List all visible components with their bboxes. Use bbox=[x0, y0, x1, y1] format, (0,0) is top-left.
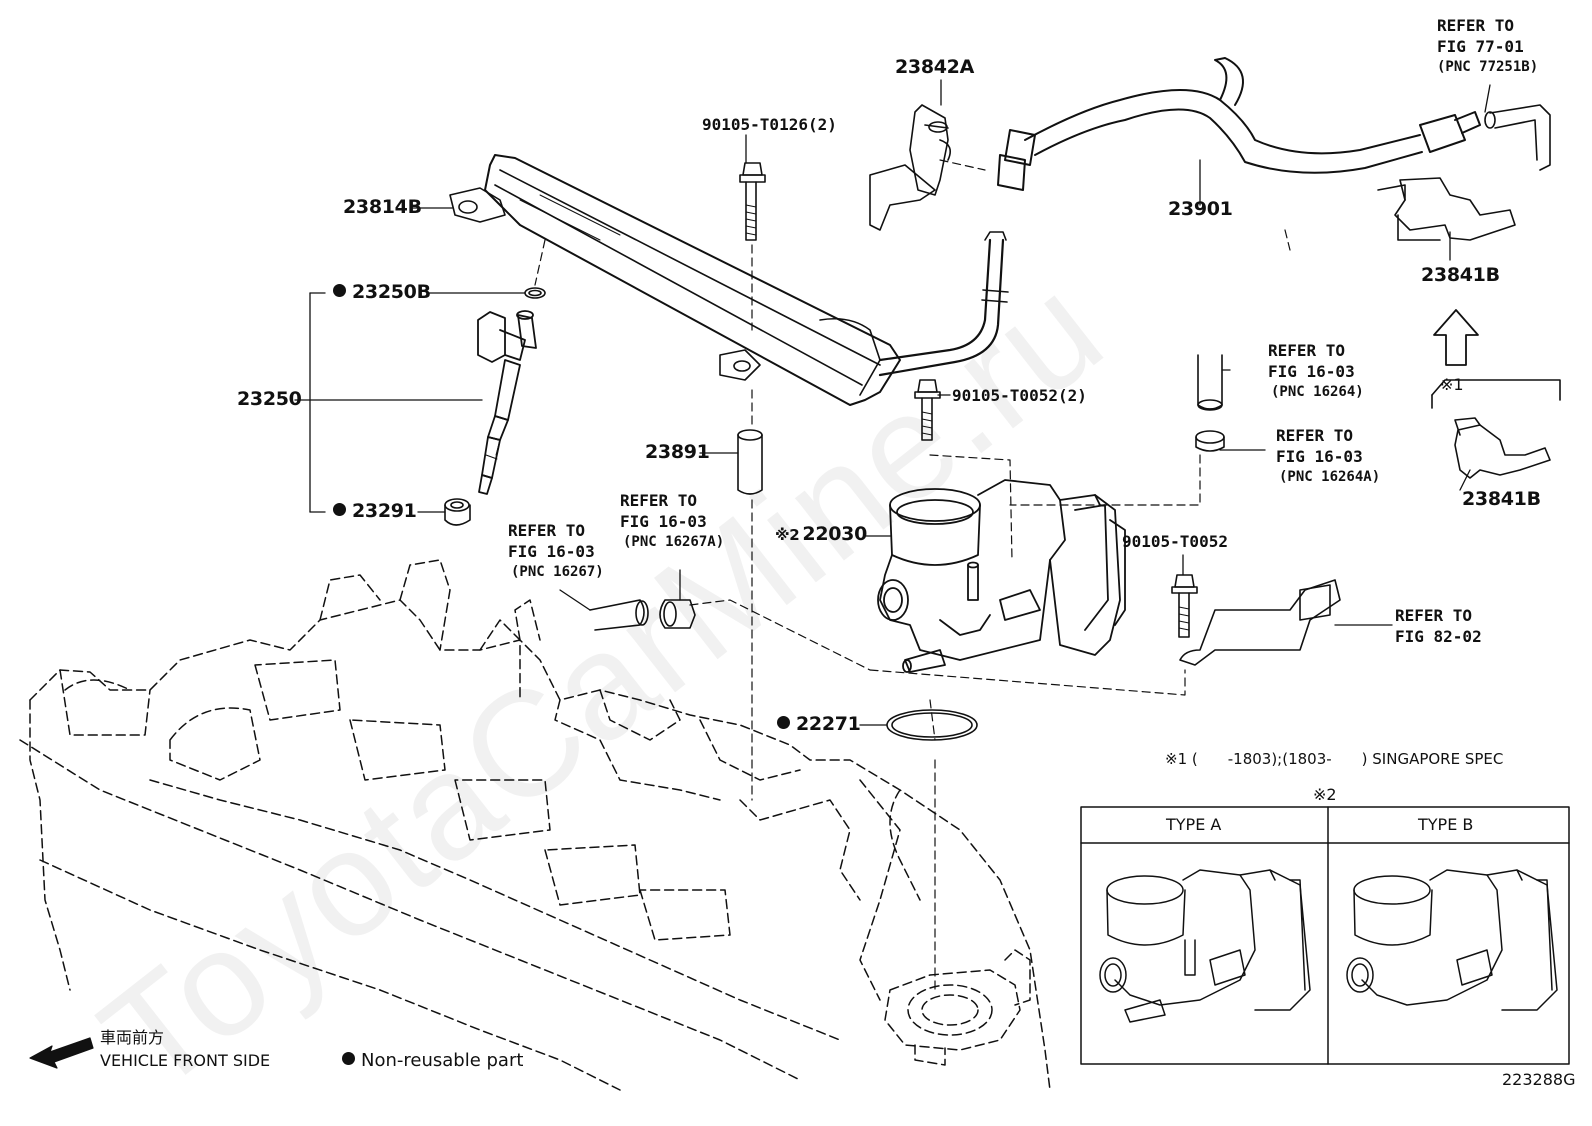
type-a-throttle bbox=[1100, 870, 1310, 1022]
refer-fig: FIG 16-03 bbox=[1268, 362, 1355, 381]
refer-line: REFER TO bbox=[620, 491, 698, 510]
non-reusable-dot bbox=[777, 716, 790, 729]
refer-fig: FIG 16-03 bbox=[1276, 447, 1363, 466]
spacer-23891 bbox=[738, 430, 762, 494]
type-a-label: TYPE A bbox=[1166, 815, 1222, 834]
bolt-t0052-2 bbox=[915, 380, 940, 440]
refer-pnc: (PNC 16267A) bbox=[623, 534, 725, 550]
clip-pnc16264A bbox=[1196, 431, 1224, 451]
refer-line: REFER TO bbox=[1276, 426, 1354, 445]
intake-manifold-outline bbox=[20, 560, 1050, 1090]
part-label-22271[interactable]: 22271 bbox=[777, 715, 861, 734]
hose-pnc16264 bbox=[1198, 355, 1222, 410]
refer-fig-16-03-pnc16267[interactable]: REFER TO FIG 16-03 (PNC 16267) bbox=[508, 520, 604, 583]
pipe-pnc77251B bbox=[1485, 105, 1550, 170]
part-number: 22271 bbox=[796, 713, 861, 735]
note-mark-1: ※1 bbox=[1440, 375, 1464, 394]
vehicle-front-arrow bbox=[30, 1038, 93, 1068]
part-label-23291[interactable]: 23291 bbox=[333, 502, 417, 521]
part-number: 23291 bbox=[352, 500, 417, 522]
type-frame bbox=[1081, 807, 1569, 1064]
refer-fig-16-03-pnc16264[interactable]: REFER TO FIG 16-03 (PNC 16264) bbox=[1268, 340, 1364, 403]
fuel-injector bbox=[478, 311, 536, 494]
spec-note: ※1 ( -1803);(1803- ) SINGAPORE SPEC bbox=[1165, 750, 1504, 768]
non-reusable-dot bbox=[333, 284, 346, 297]
insulator-23291 bbox=[445, 499, 470, 525]
hose-pnc16267 bbox=[590, 600, 648, 630]
refer-pnc: (PNC 16267) bbox=[511, 564, 604, 580]
leader-lines bbox=[295, 80, 1490, 725]
refer-line: REFER TO bbox=[1395, 606, 1473, 625]
bracket-23842A bbox=[870, 105, 950, 230]
type-b-throttle bbox=[1347, 870, 1557, 1010]
throttle-body bbox=[878, 480, 1125, 672]
part-label-23891[interactable]: 23891 bbox=[645, 441, 710, 463]
part-number: 22030 bbox=[802, 523, 868, 545]
legend-non-reusable: Non-reusable part bbox=[342, 1052, 523, 1070]
bolt-label-t0052[interactable]: 90105-T0052 bbox=[1122, 532, 1228, 551]
front-label-jp: 車両前方 bbox=[100, 1028, 165, 1047]
refer-fig: FIG 16-03 bbox=[620, 512, 707, 531]
type-b-label: TYPE B bbox=[1418, 815, 1474, 834]
part-label-23841B-bottom[interactable]: 23841B bbox=[1462, 488, 1541, 510]
part-label-23901[interactable]: 23901 bbox=[1168, 198, 1233, 220]
refer-fig-77-01[interactable]: REFER TO FIG 77-01 (PNC 77251B) bbox=[1437, 15, 1538, 78]
o-ring-23250B bbox=[525, 288, 545, 298]
figure-id: 223288G bbox=[1502, 1070, 1576, 1089]
wire-bracket bbox=[1180, 580, 1340, 665]
part-label-23841B-top[interactable]: 23841B bbox=[1421, 264, 1500, 286]
front-label-en: VEHICLE FRONT SIDE bbox=[100, 1051, 271, 1070]
bolt-label-t0052-2[interactable]: 90105-T0052(2) bbox=[952, 386, 1087, 405]
bolt-t0052 bbox=[1172, 575, 1197, 637]
refer-line: REFER TO bbox=[1437, 16, 1515, 35]
throttle-mount-flange bbox=[885, 950, 1030, 1065]
arrow-up bbox=[1434, 310, 1478, 365]
refer-line: REFER TO bbox=[508, 521, 586, 540]
non-reusable-dot bbox=[333, 503, 346, 516]
refer-fig-16-03-pnc16267A[interactable]: REFER TO FIG 16-03 (PNC 16267A) bbox=[620, 490, 724, 553]
bracket-23841B-top bbox=[1378, 178, 1515, 240]
bracket-23841B-bottom bbox=[1432, 380, 1560, 478]
refer-fig: FIG 82-02 bbox=[1395, 627, 1482, 646]
type-frame-mark-2: ※2 bbox=[1313, 785, 1337, 804]
refer-fig-82-02[interactable]: REFER TO FIG 82-02 bbox=[1395, 605, 1482, 647]
refer-fig: FIG 16-03 bbox=[508, 542, 595, 561]
diagram-artwork bbox=[0, 0, 1592, 1099]
fuel-hose-23901 bbox=[998, 58, 1480, 190]
refer-fig-16-03-pnc16264A[interactable]: REFER TO FIG 16-03 (PNC 16264A) bbox=[1276, 425, 1380, 488]
refer-pnc: (PNC 16264) bbox=[1271, 384, 1364, 400]
legend-text: Non-reusable part bbox=[361, 1050, 524, 1071]
bolt-t0126 bbox=[740, 163, 765, 240]
clip-pnc16267A bbox=[660, 600, 695, 628]
refer-pnc: (PNC 77251B) bbox=[1437, 59, 1539, 75]
non-reusable-dot bbox=[342, 1052, 355, 1065]
note-mark-2: ※2 bbox=[775, 526, 800, 544]
part-number: 23250B bbox=[352, 281, 431, 303]
fuel-delivery-pipe bbox=[450, 155, 1008, 405]
alignment-lines bbox=[535, 160, 1290, 990]
part-label-23250B[interactable]: 23250B bbox=[333, 283, 431, 302]
part-label-23842A[interactable]: 23842A bbox=[895, 56, 975, 78]
part-label-23250[interactable]: 23250 bbox=[237, 388, 302, 410]
refer-line: REFER TO bbox=[1268, 341, 1346, 360]
refer-fig: FIG 77-01 bbox=[1437, 37, 1524, 56]
part-label-23814B[interactable]: 23814B bbox=[343, 196, 422, 218]
bolt-label-t0126[interactable]: 90105-T0126(2) bbox=[702, 115, 837, 134]
refer-pnc: (PNC 16264A) bbox=[1279, 469, 1381, 485]
